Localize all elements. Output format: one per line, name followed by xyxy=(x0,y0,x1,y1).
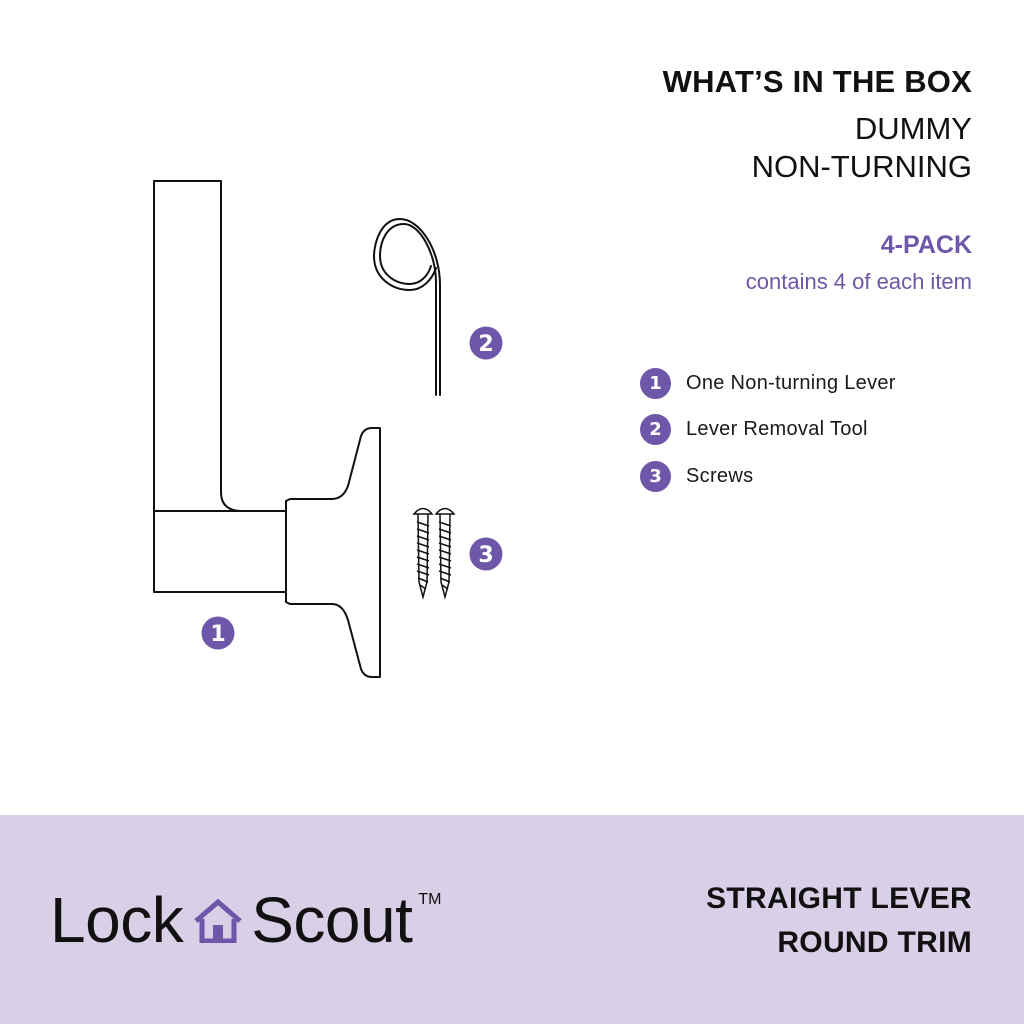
logo-word-scout: Scout xyxy=(251,884,413,956)
item-label: Lever Removal Tool xyxy=(686,418,868,440)
trademark-mark: TM xyxy=(418,891,442,908)
badge-tool: 2 xyxy=(469,326,503,360)
badge-lever: 1 xyxy=(201,616,235,650)
list-item: 2 Lever Removal Tool xyxy=(640,413,896,447)
lever-removal-tool-drawing xyxy=(372,217,441,396)
list-item: 3 Screws xyxy=(640,459,896,493)
svg-text:1: 1 xyxy=(210,622,225,647)
item-number-badge: 2 xyxy=(640,414,671,445)
non-turning-lever-drawing xyxy=(153,180,381,678)
product-line-2: ROUND TRIM xyxy=(777,926,972,959)
svg-text:3: 3 xyxy=(478,543,493,568)
item-label: One Non-turning Lever xyxy=(686,371,896,394)
footer-banner: Lock Scout TM STRAIGHT LEVER ROUND TRIM xyxy=(0,815,1024,1024)
list-item: 1 One Non-turning Lever xyxy=(640,366,896,400)
house-icon xyxy=(194,899,242,943)
screws-drawing xyxy=(412,507,456,600)
subtitle-line-1: DUMMY xyxy=(854,111,972,146)
product-line-1: STRAIGHT LEVER xyxy=(706,882,972,915)
pack-count: 4-PACK xyxy=(880,231,972,259)
product-name: STRAIGHT LEVER ROUND TRIM xyxy=(706,877,972,965)
pack-note: contains 4 of each item xyxy=(745,269,972,294)
subtitle-line-2: NON-TURNING xyxy=(751,149,972,184)
item-number-badge: 3 xyxy=(640,460,671,492)
svg-text:2: 2 xyxy=(478,332,493,357)
logo-word-lock: Lock xyxy=(50,884,184,956)
product-illustration: 1 2 3 xyxy=(153,180,503,678)
item-number-badge: 1 xyxy=(640,367,671,399)
box-contents-header: WHAT’S IN THE BOX DUMMY NON-TURNING 4-PA… xyxy=(663,62,972,296)
badge-screws: 3 xyxy=(469,537,503,571)
item-label: Screws xyxy=(686,464,754,487)
item-list: 1 One Non-turning Lever 2 Lever Removal … xyxy=(640,366,896,506)
lockscout-logo: Lock Scout TM xyxy=(50,885,441,955)
page-title: WHAT’S IN THE BOX xyxy=(662,64,972,99)
